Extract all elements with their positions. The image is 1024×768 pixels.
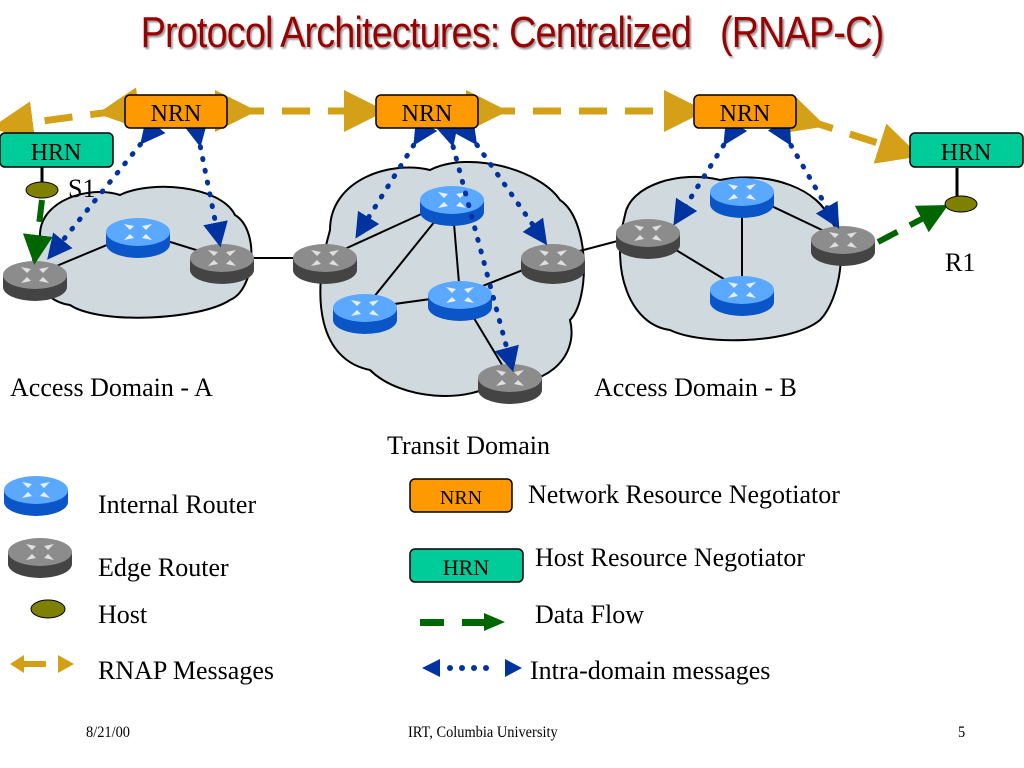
edge-router-icon (811, 226, 875, 266)
legend-internal-router-label: Internal Router (98, 490, 257, 519)
internal-router-icon (333, 294, 397, 334)
legend-host-label: Host (98, 600, 148, 629)
intra-domain-arrows (47, 117, 840, 373)
legend-intra-domain-arrow-icon (422, 659, 522, 677)
data-flow-arrows (22, 199, 949, 265)
legend-nrn-text: NRN (440, 487, 482, 509)
legend-data-flow-label: Data Flow (535, 600, 645, 629)
nrn-access-a (124, 94, 228, 129)
footer-date: 8/21/00 (86, 724, 131, 741)
host-s1-icon (25, 181, 59, 199)
legend-host-icon (30, 599, 66, 619)
legend-edge-router-label: Edge Router (98, 553, 229, 582)
legend-internal-router-icon (4, 476, 68, 516)
legend-hrn-label: Host Resource Negotiator (535, 543, 806, 572)
access-domain-a-label: Access Domain - A (10, 373, 213, 402)
hrn-receiver (909, 132, 1024, 168)
legend-rnap-label: RNAP Messages (98, 656, 274, 685)
slide-title: Protocol Architectures: Centralized (RNA… (140, 8, 885, 57)
internal-router-icon (106, 218, 170, 258)
legend-nrn-label: Network Resource Negotiator (528, 480, 840, 509)
edge-router-icon (3, 261, 67, 301)
internal-router-icon (710, 276, 774, 316)
footer-page-number: 5 (958, 724, 966, 741)
hrn-r-label: HRN (941, 140, 992, 166)
nrn-t-label: NRN (402, 101, 453, 127)
edge-router-icon (478, 364, 542, 404)
legend-hrn-text: HRN (443, 555, 490, 580)
transit-domain-label: Transit Domain (387, 431, 550, 460)
legend-data-flow-arrow-icon (420, 613, 505, 631)
host-r1-label: R1 (945, 248, 976, 277)
legend-nrn-box (409, 478, 513, 513)
hrn-sender (0, 132, 114, 168)
access-domain-b-label: Access Domain - B (594, 373, 797, 402)
host-r1-icon (944, 195, 978, 213)
edge-router-icon (521, 244, 585, 284)
host-s1-label: S1 (68, 174, 96, 203)
hrn-s-label: HRN (31, 140, 82, 166)
nrn-b-label: NRN (720, 101, 771, 127)
nrn-access-b (693, 94, 797, 129)
internal-router-icon (710, 178, 774, 218)
internal-router-icon (420, 186, 484, 226)
legend-hrn-box (409, 548, 524, 583)
legend-intra-domain-label: Intra-domain messages (530, 656, 771, 685)
edge-router-icon (190, 244, 254, 284)
legend-rnap-arrow-icon (10, 655, 74, 673)
edge-router-icon (616, 219, 680, 259)
edge-router-icon (293, 244, 357, 284)
legend-edge-router-icon (8, 538, 72, 578)
internal-router-icon (428, 281, 492, 321)
nrn-transit (375, 94, 479, 129)
footer-org: IRT, Columbia University (408, 724, 558, 741)
nrn-a-label: NRN (151, 101, 202, 127)
